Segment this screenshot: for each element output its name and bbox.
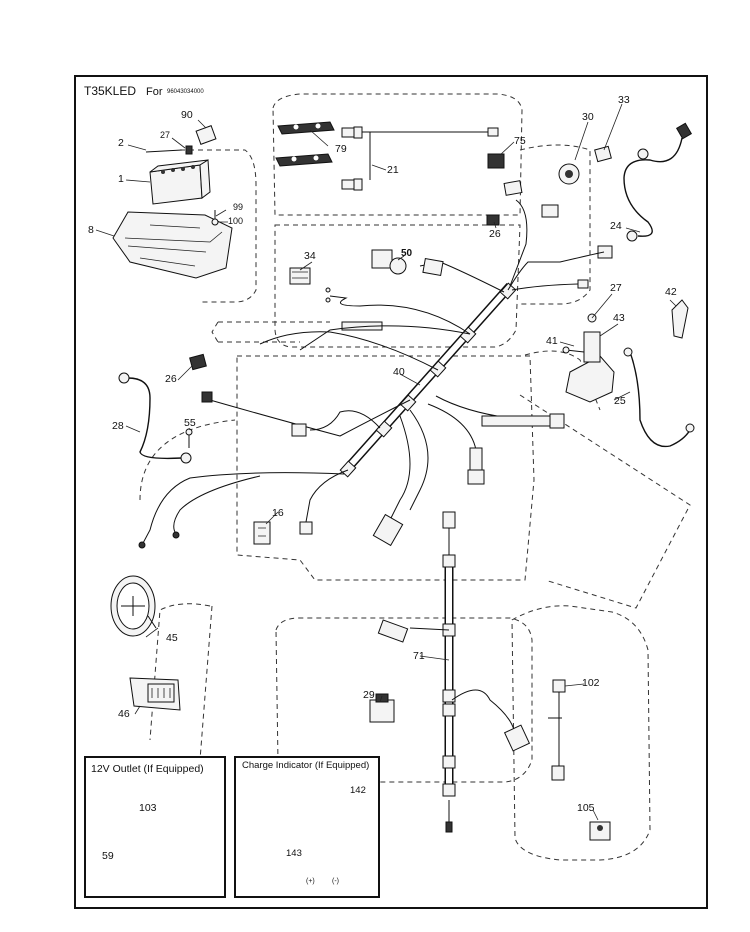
callout-71: 71 bbox=[413, 650, 425, 662]
callout-41: 41 bbox=[546, 335, 558, 347]
callout-79: 79 bbox=[335, 143, 347, 155]
ring-terminal-icon bbox=[623, 347, 633, 357]
ring-terminal-icon bbox=[626, 230, 638, 242]
callout-27-right: 27 bbox=[610, 282, 622, 294]
gauge-46 bbox=[129, 677, 181, 711]
charge-inset-title: Charge Indicator (If Equipped) bbox=[242, 760, 370, 771]
callout-43: 43 bbox=[613, 312, 625, 324]
switch-102 bbox=[548, 679, 566, 781]
solenoid-assembly bbox=[562, 299, 689, 403]
callout-2: 2 bbox=[118, 137, 124, 149]
battery-cable-28 bbox=[127, 377, 183, 460]
callout-50: 50 bbox=[401, 248, 413, 259]
battery-cable-25 bbox=[629, 351, 691, 448]
callout-45: 45 bbox=[166, 632, 178, 644]
outlet-inset bbox=[84, 756, 226, 898]
callout-75: 75 bbox=[514, 135, 526, 147]
harness-71 bbox=[369, 511, 531, 833]
callout-28: 28 bbox=[112, 420, 124, 432]
callout-25: 25 bbox=[614, 395, 626, 407]
callout-33: 33 bbox=[618, 94, 630, 106]
part-105 bbox=[589, 821, 611, 841]
ring-terminal-icon bbox=[180, 452, 192, 464]
part-number: 96043034000 bbox=[167, 89, 204, 95]
callout-30: 30 bbox=[582, 111, 594, 123]
model-title: T35KLED bbox=[84, 84, 137, 98]
callout-55: 55 bbox=[184, 417, 196, 429]
main-harness-40 bbox=[138, 199, 605, 549]
callout-1: 1 bbox=[118, 173, 124, 185]
callout-26-top: 26 bbox=[489, 228, 501, 240]
callout-59: 59 bbox=[102, 850, 114, 862]
outlet-inset-title: 12V Outlet (If Equipped) bbox=[91, 763, 204, 775]
terminal-plus: (+) bbox=[306, 878, 315, 885]
charge-indicator-inset bbox=[234, 756, 380, 898]
callout-26-left: 26 bbox=[165, 373, 177, 385]
callout-16: 16 bbox=[272, 507, 284, 519]
small-parts bbox=[185, 249, 444, 545]
callout-42: 42 bbox=[665, 286, 677, 298]
callout-8: 8 bbox=[88, 224, 94, 236]
callout-21: 21 bbox=[387, 164, 399, 176]
callout-142: 142 bbox=[350, 785, 366, 796]
chassis-outline bbox=[139, 93, 691, 861]
callout-24: 24 bbox=[610, 220, 622, 232]
battery-assembly bbox=[112, 125, 233, 279]
callout-143: 143 bbox=[286, 848, 302, 859]
ring-terminal-icon bbox=[685, 423, 695, 433]
terminal-minus: (-) bbox=[332, 878, 339, 885]
callout-46: 46 bbox=[118, 708, 130, 720]
bracket-parts bbox=[275, 121, 499, 191]
battery-cable-24 bbox=[623, 137, 683, 237]
callout-100: 100 bbox=[228, 216, 244, 226]
diagram-frame bbox=[74, 75, 708, 909]
hour-meter bbox=[110, 575, 157, 637]
callout-103: 103 bbox=[139, 802, 157, 814]
ring-terminal-icon bbox=[637, 148, 649, 160]
callout-27: 27 bbox=[160, 130, 171, 140]
callout-40: 40 bbox=[393, 366, 405, 378]
callout-99: 99 bbox=[233, 202, 244, 212]
callout-34: 34 bbox=[304, 250, 316, 262]
callout-29: 29 bbox=[363, 689, 375, 701]
callout-105: 105 bbox=[577, 802, 595, 814]
callout-102: 102 bbox=[582, 677, 600, 689]
ring-terminal-icon bbox=[118, 372, 130, 384]
ignition-components bbox=[486, 122, 693, 259]
for-label: For bbox=[146, 86, 163, 98]
callout-90: 90 bbox=[181, 109, 193, 121]
